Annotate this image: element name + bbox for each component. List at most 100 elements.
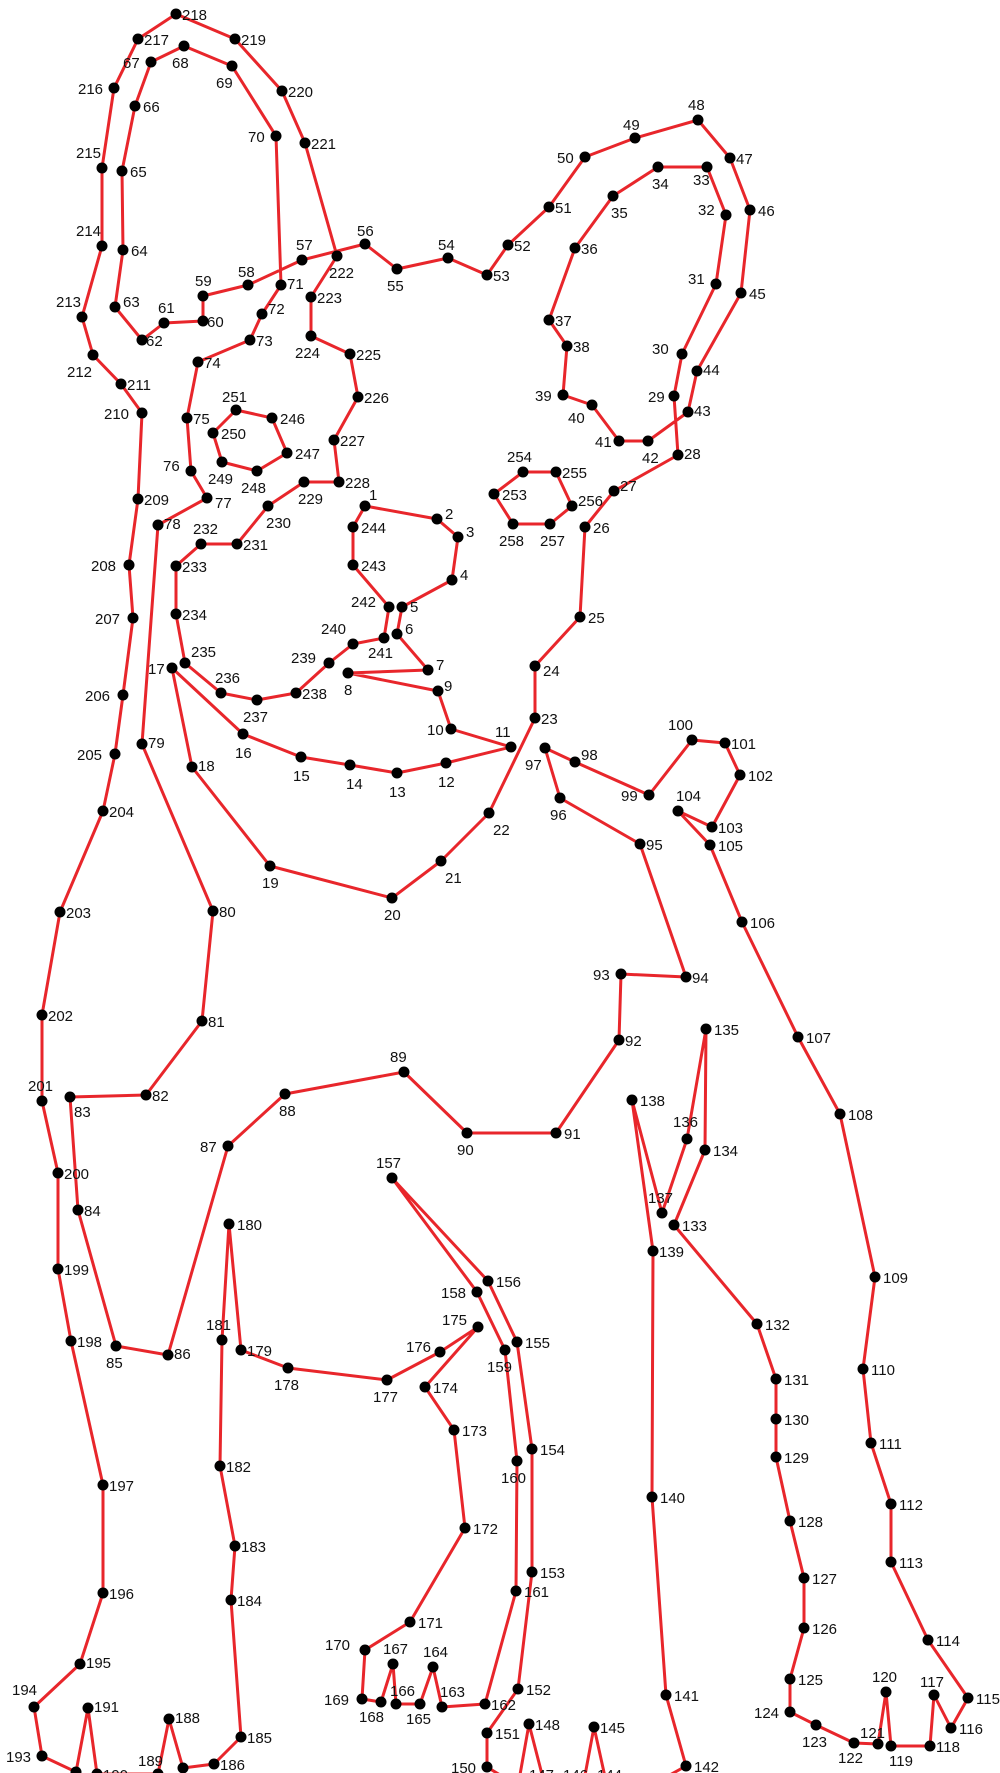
dot-17 xyxy=(166,662,178,674)
dot-173 xyxy=(448,1424,460,1436)
dot-label-175: 175 xyxy=(442,1312,467,1329)
dot-label-4: 4 xyxy=(460,567,468,584)
dot-label-246: 246 xyxy=(280,411,305,428)
dot-label-205: 205 xyxy=(77,747,102,764)
dot-label-181: 181 xyxy=(206,1317,231,1334)
dot-label-238: 238 xyxy=(302,686,327,703)
dot-label-114: 114 xyxy=(936,1633,960,1650)
dot-21 xyxy=(435,855,447,867)
dot-label-47: 47 xyxy=(736,151,753,168)
dot-label-95: 95 xyxy=(646,837,663,854)
dot-41 xyxy=(613,435,625,447)
dot-label-64: 64 xyxy=(131,243,148,260)
dot-117 xyxy=(928,1689,940,1701)
dot-label-225: 225 xyxy=(356,347,381,364)
dot-label-27: 27 xyxy=(620,478,637,495)
dot-81 xyxy=(196,1015,208,1027)
dot-label-128: 128 xyxy=(798,1514,823,1531)
dot-label-52: 52 xyxy=(514,238,531,255)
dot-label-231: 231 xyxy=(243,537,268,554)
dot-label-166: 166 xyxy=(390,1683,415,1700)
dot-114 xyxy=(922,1634,934,1646)
dot-249 xyxy=(216,456,228,468)
dot-227 xyxy=(328,434,340,446)
dot-label-176: 176 xyxy=(406,1339,431,1356)
dot-185 xyxy=(235,1731,247,1743)
dot-43 xyxy=(682,406,694,418)
dot-8 xyxy=(342,667,354,679)
dot-40 xyxy=(586,399,598,411)
dot-label-219: 219 xyxy=(241,32,266,49)
dot-label-154: 154 xyxy=(540,1442,565,1459)
dot-55 xyxy=(391,263,403,275)
dot-label-72: 72 xyxy=(268,301,285,318)
dot-201 xyxy=(36,1095,48,1107)
dot-label-240: 240 xyxy=(321,621,346,638)
dot-124 xyxy=(784,1706,796,1718)
dot-label-2: 2 xyxy=(445,506,453,523)
dot-250 xyxy=(207,427,219,439)
dot-79 xyxy=(136,738,148,750)
dot-19 xyxy=(264,860,276,872)
dot-label-112: 112 xyxy=(899,1497,923,1514)
dot-label-53: 53 xyxy=(493,268,510,285)
dot-label-70: 70 xyxy=(248,129,265,146)
dot-65 xyxy=(116,165,128,177)
dot-130 xyxy=(770,1413,782,1425)
dot-label-6: 6 xyxy=(405,621,413,638)
dot-93 xyxy=(615,968,627,980)
dot-44 xyxy=(691,365,703,377)
dot-181 xyxy=(216,1334,228,1346)
dot-label-235: 235 xyxy=(191,644,216,661)
dot-label-226: 226 xyxy=(364,390,389,407)
dot-113 xyxy=(885,1556,897,1568)
dot-label-43: 43 xyxy=(694,403,711,420)
dot-188 xyxy=(163,1713,175,1725)
dot-label-113: 113 xyxy=(899,1555,923,1572)
dot-label-74: 74 xyxy=(204,355,221,372)
dot-label-172: 172 xyxy=(473,1521,498,1538)
dot-label-130: 130 xyxy=(784,1412,809,1429)
dot-63 xyxy=(109,301,121,313)
dot-label-81: 81 xyxy=(208,1014,225,1031)
dot-95 xyxy=(634,838,646,850)
dot-label-3: 3 xyxy=(466,524,474,541)
dot-112 xyxy=(885,1498,897,1510)
dot-label-34: 34 xyxy=(652,176,669,193)
dot-label-88: 88 xyxy=(279,1103,296,1120)
dot-164 xyxy=(427,1661,439,1673)
dot-238 xyxy=(290,687,302,699)
dot-174 xyxy=(419,1381,431,1393)
dot-234 xyxy=(170,608,182,620)
dot-225 xyxy=(344,348,356,360)
dot-74 xyxy=(192,356,204,368)
dot-25 xyxy=(574,611,586,623)
dot-159 xyxy=(499,1344,511,1356)
dot-label-218: 218 xyxy=(182,7,207,24)
dot-label-60: 60 xyxy=(207,314,224,331)
dot-label-65: 65 xyxy=(130,164,147,181)
dot-109 xyxy=(869,1271,881,1283)
dot-126 xyxy=(798,1622,810,1634)
dot-label-41: 41 xyxy=(595,434,612,451)
dot-label-121: 121 xyxy=(860,1725,885,1742)
dot-label-209: 209 xyxy=(144,492,169,509)
dot-label-203: 203 xyxy=(66,905,91,922)
dot-label-224: 224 xyxy=(295,345,320,362)
dot-42 xyxy=(642,435,654,447)
dot-label-228: 228 xyxy=(345,475,370,492)
dot-66 xyxy=(129,100,141,112)
dot-158 xyxy=(471,1286,483,1298)
dot-label-223: 223 xyxy=(317,290,342,307)
dot-label-247: 247 xyxy=(295,446,320,463)
dot-32 xyxy=(720,209,732,221)
dot-label-24: 24 xyxy=(543,663,560,680)
dot-10 xyxy=(445,723,457,735)
dot-103 xyxy=(706,821,718,833)
dot-label-256: 256 xyxy=(578,493,603,510)
dot-206 xyxy=(117,689,129,701)
dot-label-170: 170 xyxy=(325,1637,350,1654)
dot-label-92: 92 xyxy=(625,1033,642,1050)
dot-label-178: 178 xyxy=(274,1377,299,1394)
